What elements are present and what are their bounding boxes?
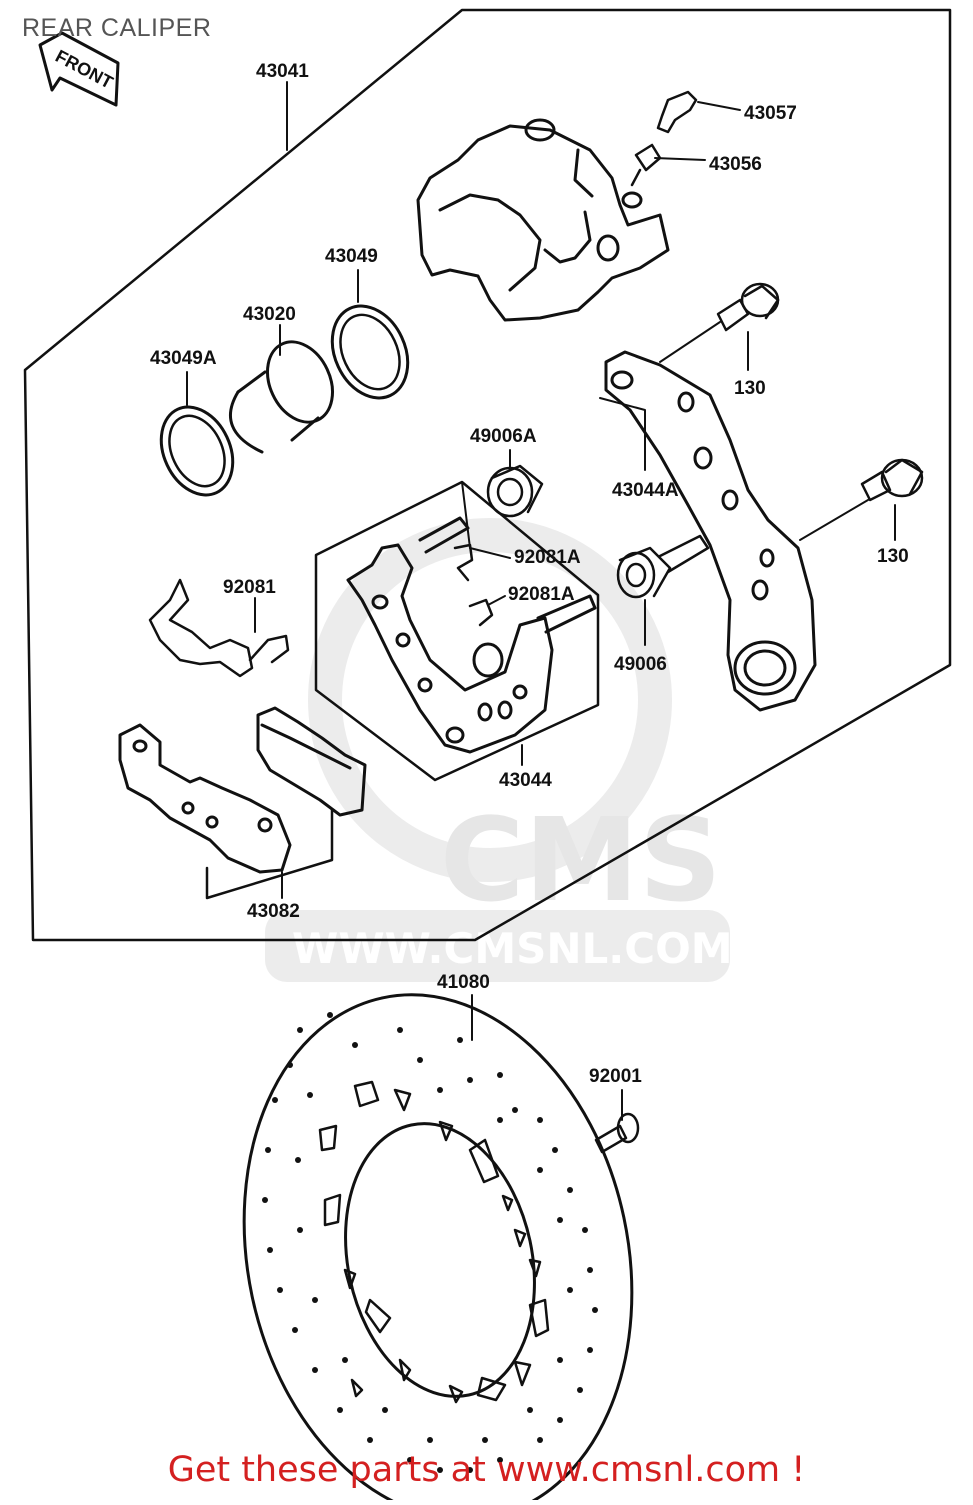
watermark-plate [265,910,730,982]
part-label-43020: 43020 [243,304,296,325]
part-labels: 43041 43057 43056 43049 43020 43049A 130… [150,61,909,1087]
seal-43049 [330,304,410,400]
disc-inner-slots [318,1080,550,1404]
disc-bolt-92001 [594,1112,640,1154]
part-label-41080: 41080 [437,972,490,993]
footer-cta-link[interactable]: Get these parts at www.cmsnl.com ! [167,1450,806,1490]
pad-spring-92081 [148,578,290,678]
part-label-49006A: 49006A [470,426,537,447]
part-label-43044A: 43044A [612,480,679,501]
bush-49006 [616,534,710,599]
bleeder-valve [630,143,662,187]
part-label-92081: 92081 [223,577,276,598]
page-title: REAR CALIPER [22,14,212,42]
part-label-130-upper: 130 [734,378,766,399]
bolt-130-lower [860,458,924,502]
part-label-43041: 43041 [256,61,309,82]
clip-92081A-upper [453,543,474,582]
brake-disc [242,993,634,1505]
pads-bracket-lines [205,808,334,900]
disc-outer-holes [262,1012,598,1473]
assembly-outline [23,8,952,942]
brake-pad-front [118,723,292,874]
part-label-43057: 43057 [744,103,797,124]
part-label-92081A-upper: 92081A [514,547,581,568]
watermark-ring [308,518,672,882]
piston-43020 [229,340,334,454]
clip-92081A-lower [468,598,494,627]
caliper-bracket [346,516,597,754]
bleeder-cap [656,90,698,134]
leader-lines [186,81,896,1121]
part-label-49006: 49006 [614,654,667,675]
part-label-43049A: 43049A [150,348,217,369]
torque-arm [604,350,817,712]
part-label-92081A-lower: 92081A [508,584,575,605]
part-label-92001: 92001 [589,1066,642,1087]
front-arrow [38,31,120,107]
bolt-130-upper [716,282,780,332]
seal-43049A [159,405,235,497]
part-label-130-lower: 130 [877,546,909,567]
caliper-body [416,118,670,322]
watermark-url: WWW.CMSNL.COM [292,924,733,973]
part-label-43082: 43082 [247,901,300,922]
bush-49006A [486,464,544,518]
watermark: CMS WWW.CMSNL.COM [265,518,733,982]
part-label-43056: 43056 [709,154,762,175]
part-label-43044: 43044 [499,770,552,791]
watermark-brand: CMS [440,794,722,928]
brake-pad-rear [256,706,367,817]
part-label-43049: 43049 [325,246,378,267]
